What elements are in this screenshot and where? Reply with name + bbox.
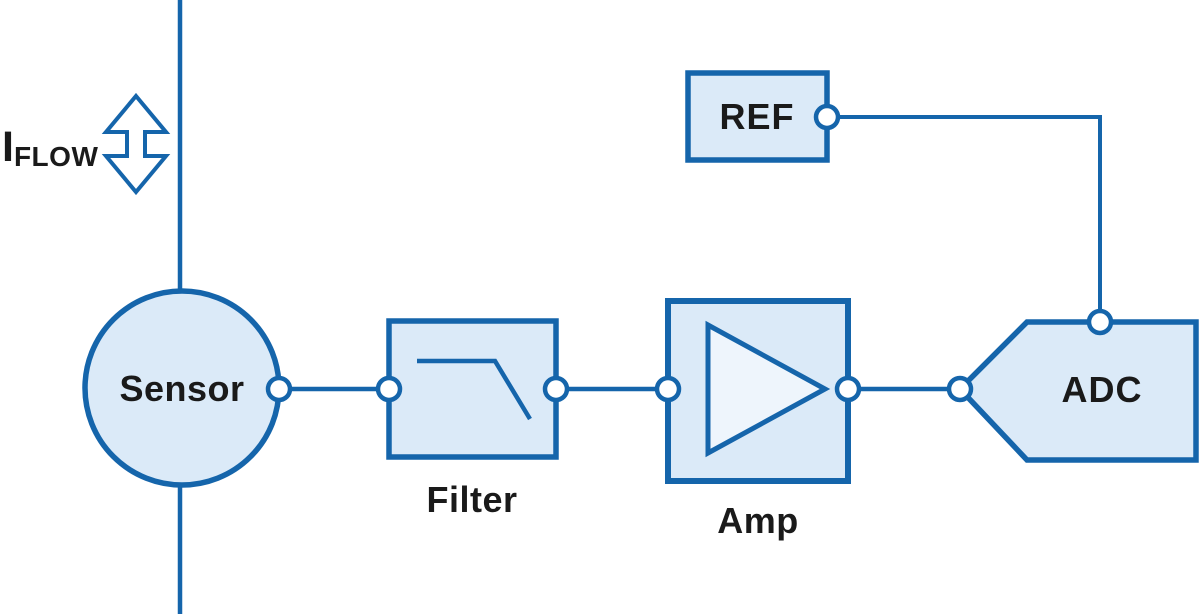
current-flow-label: IFLOW [2, 123, 99, 172]
terminal-amp-output [834, 375, 862, 403]
terminal-filter-output [542, 375, 570, 403]
terminal-adc-input [946, 375, 974, 403]
terminal-ref-output [813, 103, 841, 131]
filter-label: Filter [426, 479, 518, 520]
sensor-label: Sensor [119, 368, 245, 409]
adc-block [956, 319, 1199, 463]
amplifier-triangle-icon [705, 320, 831, 458]
wire-ref-to-adc [827, 115, 1102, 322]
terminal-filter-input [375, 375, 403, 403]
terminal-adc-ref-input [1086, 308, 1114, 336]
current-flow-label-subscript: FLOW [13, 141, 99, 172]
ref-label: REF [719, 96, 795, 137]
adc-label: ADC [1061, 369, 1143, 410]
terminal-amp-input [654, 375, 682, 403]
filter-block [386, 318, 559, 460]
amp-label: Amp [717, 500, 799, 541]
ref-block [685, 70, 830, 163]
terminal-sensor-output [265, 375, 293, 403]
bidirectional-arrow-icon [101, 92, 171, 196]
lowpass-curve-icon [417, 358, 532, 421]
current-flow-label-base: I [2, 123, 14, 171]
